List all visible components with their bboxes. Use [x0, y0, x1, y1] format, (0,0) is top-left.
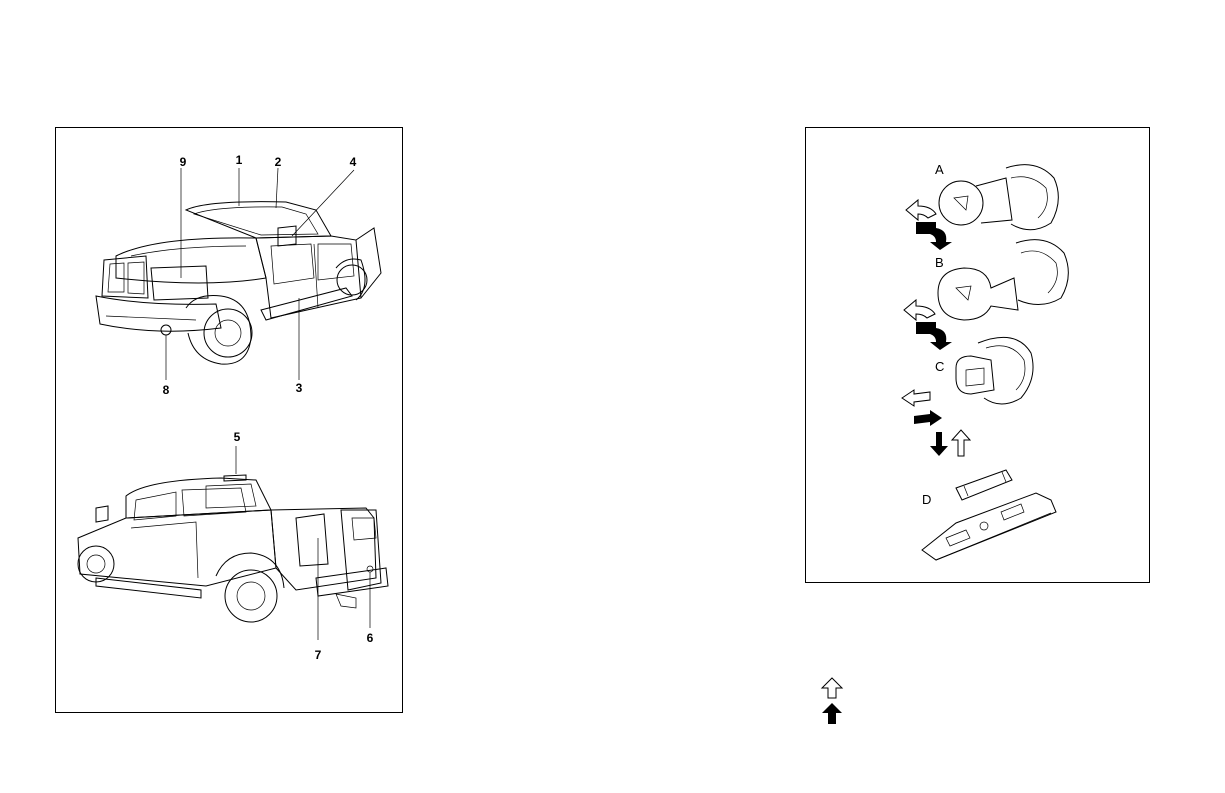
callout-3: 3 — [296, 381, 303, 395]
callout-1: 1 — [236, 153, 243, 167]
callout-8: 8 — [163, 383, 170, 397]
outline-up-arrow-icon — [822, 678, 842, 698]
callout-6: 6 — [367, 631, 374, 645]
callout-7: 7 — [315, 648, 322, 662]
bulb-d-drawing — [922, 470, 1056, 560]
truck-illustration: 9 1 2 4 3 8 5 6 7 — [56, 128, 404, 714]
bulb-a-drawing — [939, 165, 1058, 230]
callout-9: 9 — [180, 155, 187, 169]
callout-5: 5 — [234, 430, 241, 444]
truck-lights-figure: 9 1 2 4 3 8 5 6 7 — [55, 127, 403, 713]
bulb-d-up-down-arrows — [930, 430, 970, 456]
bulb-illustration: A B C D — [806, 128, 1151, 584]
front-truck-drawing — [96, 168, 381, 380]
bulb-replacement-figure: A B C D — [805, 127, 1150, 583]
bulb-c-drawing — [956, 337, 1033, 404]
bulb-b-rotate-arrows — [904, 300, 952, 350]
rear-truck-drawing — [78, 446, 388, 640]
callout-4: 4 — [350, 155, 357, 169]
callout-2: 2 — [275, 155, 282, 169]
bulb-label-b: B — [935, 255, 944, 270]
bulb-c-push-arrows — [902, 390, 942, 426]
bulb-label-c: C — [935, 359, 944, 374]
arrow-legend — [820, 676, 850, 726]
bulb-label-a: A — [935, 162, 944, 177]
solid-up-arrow-icon — [822, 703, 842, 724]
bulb-a-rotate-arrows — [906, 200, 952, 250]
bulb-label-d: D — [922, 492, 931, 507]
bulb-b-drawing — [938, 240, 1068, 320]
